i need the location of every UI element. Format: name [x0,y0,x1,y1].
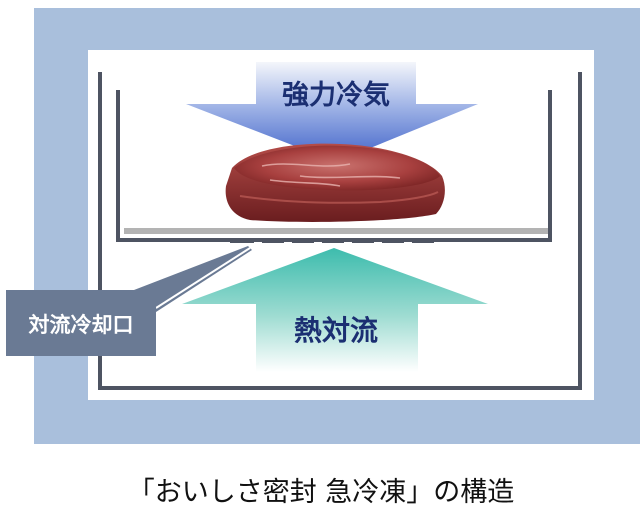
outer-wall-line [98,72,582,390]
outlet-label-box [6,290,156,356]
meat-steak-image [225,143,445,222]
cold-air-arrow-icon [186,62,478,162]
convection-arrow-icon [182,248,488,372]
outlet-label: 対流冷却口 [29,313,134,337]
diagram-caption: 「おいしさ密封 急冷凍」の構造 [127,477,515,508]
convection-vent-slots [230,238,434,243]
cold-air-label: 強力冷気 [282,79,390,111]
outlet-callout-pointer [134,246,252,312]
meat-tray [124,228,548,234]
heat-convection-label: 熱対流 [294,314,378,347]
